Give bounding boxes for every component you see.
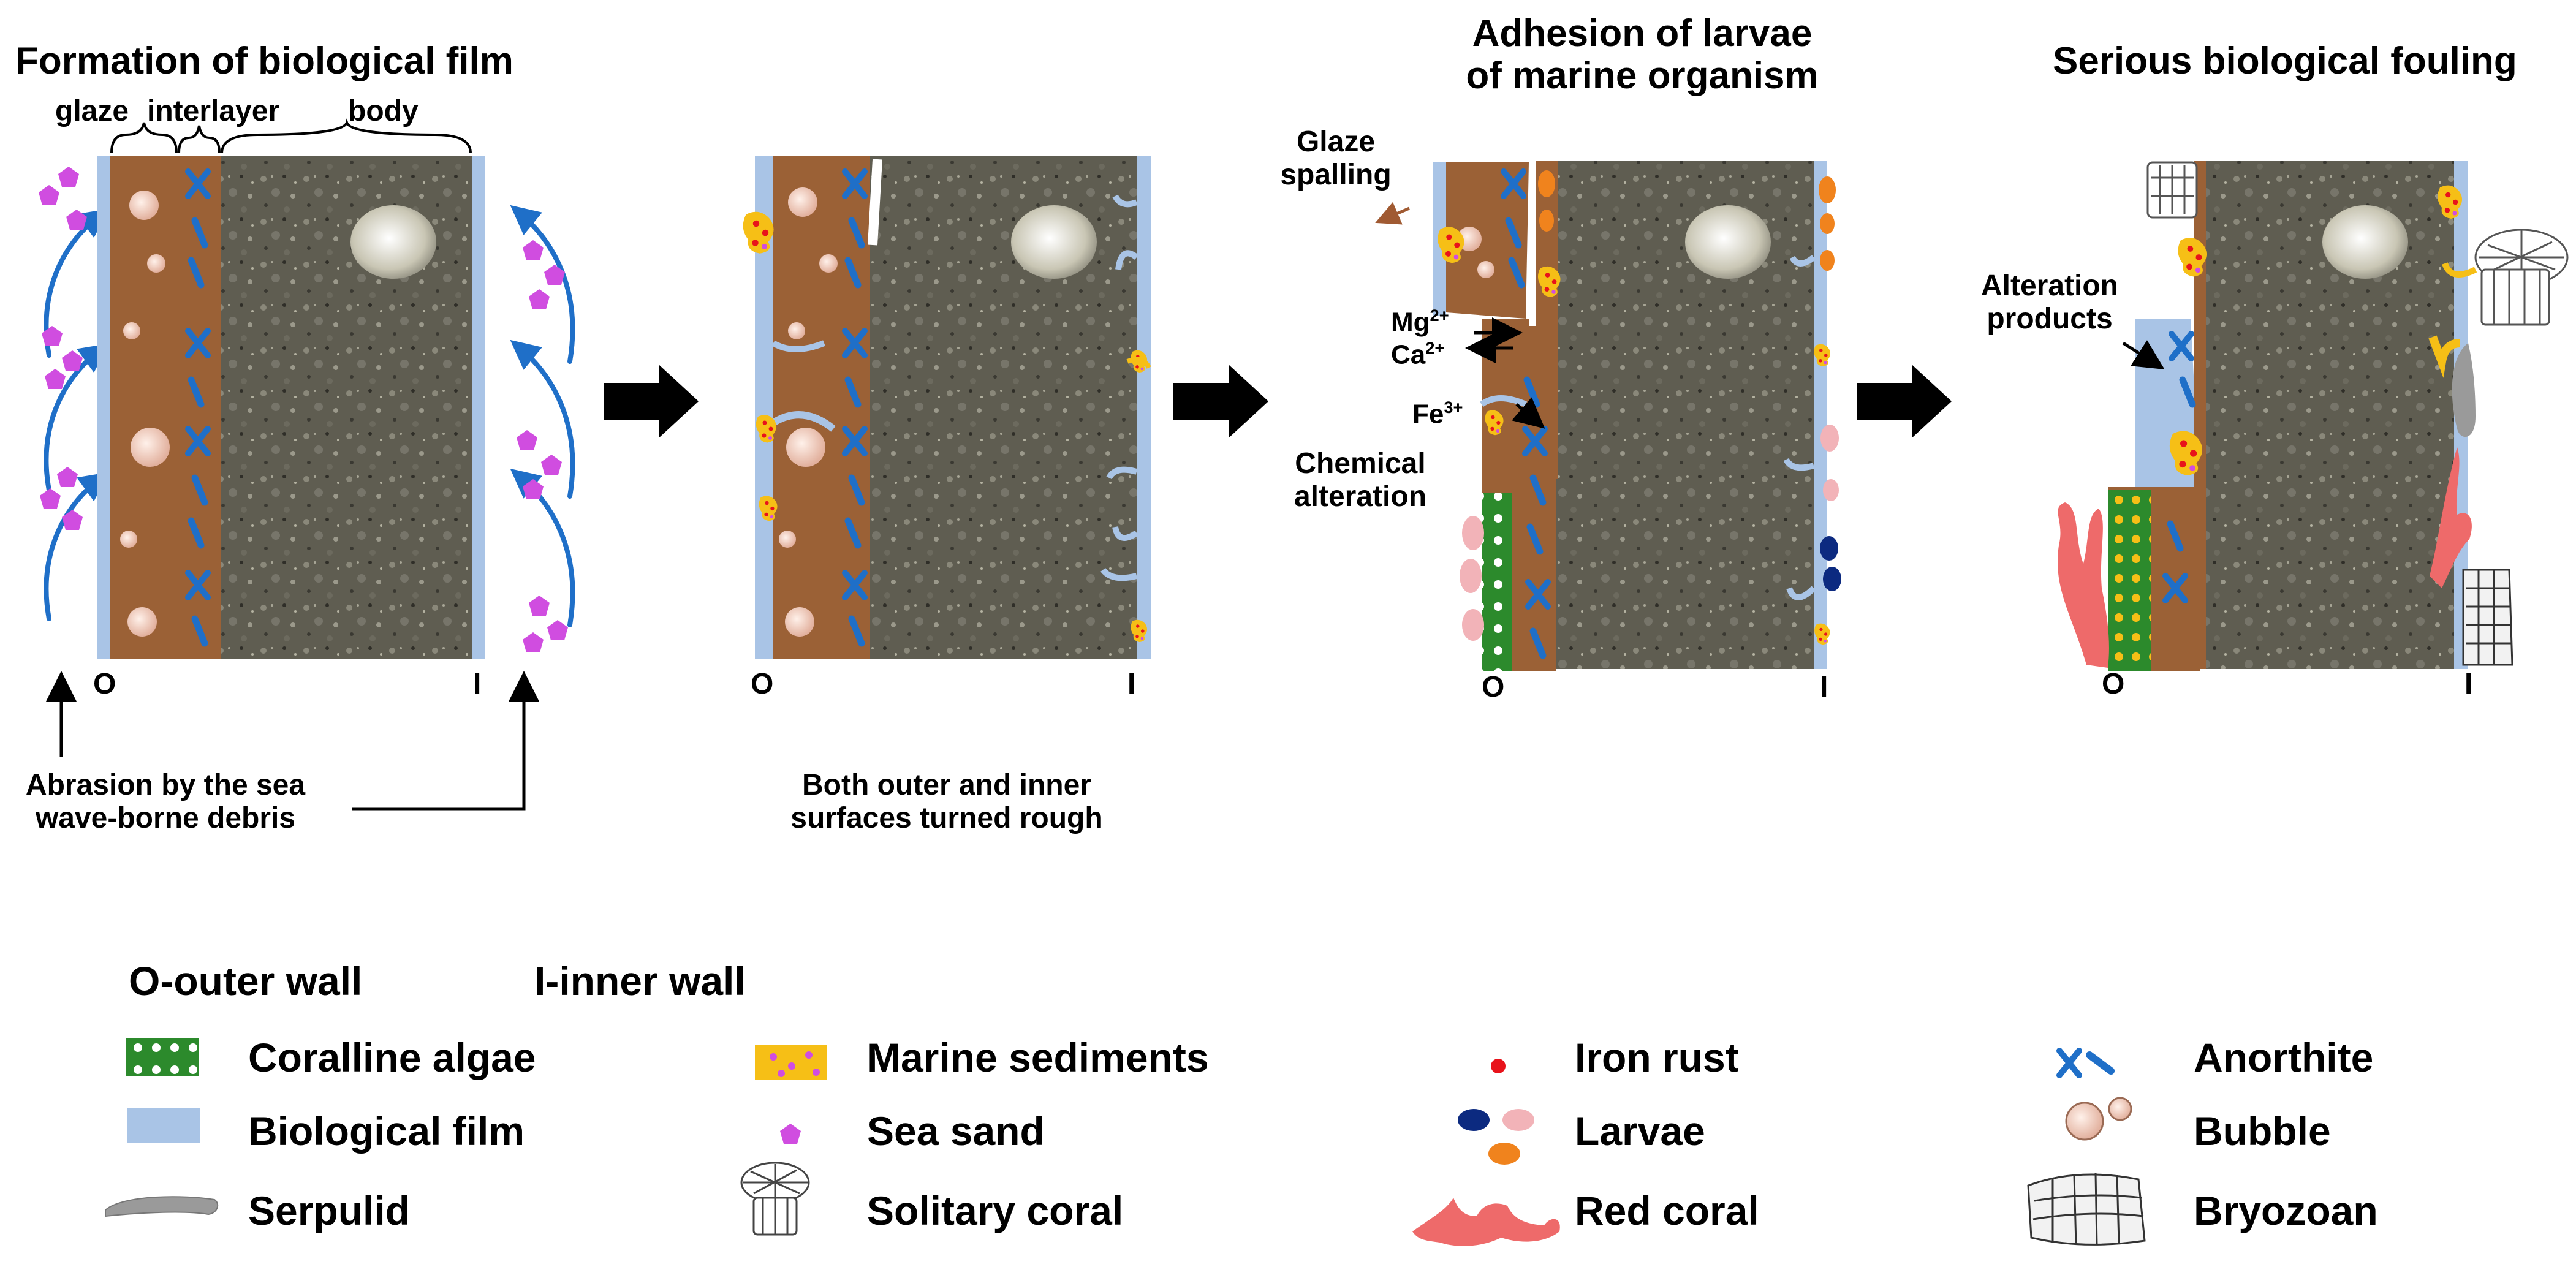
sea-sand-icon xyxy=(780,1124,801,1144)
bubble-icon xyxy=(2065,1097,2132,1141)
stage-1-title: Formation of biological film xyxy=(15,40,513,82)
inner-marker: I xyxy=(473,668,482,700)
bryozoan-icon xyxy=(2027,1173,2146,1246)
solitary-coral-icon xyxy=(2146,161,2569,326)
coralline-algae-icon xyxy=(126,1038,199,1076)
bubble-icon xyxy=(120,191,170,637)
rough-note: Both outer and inner surfaces turned rou… xyxy=(790,769,1103,834)
red-coral-icon xyxy=(2058,447,2472,668)
anorthite-icon xyxy=(2059,1051,2115,1075)
inner-marker: I xyxy=(2464,668,2473,700)
legend-icons xyxy=(105,1038,2146,1246)
serpulid-icon xyxy=(105,1196,219,1217)
stage-3-title: Adhesion of larvae of marine organism xyxy=(1466,12,1819,97)
ca-ion-label: Ca2+ xyxy=(1391,338,1445,370)
bryozoan-icon xyxy=(2462,569,2513,666)
label-glaze: glaze xyxy=(55,95,129,127)
glaze-spalling-label: Glaze spalling xyxy=(1280,126,1392,191)
legend-coralline-algae: Coralline algae xyxy=(248,1035,536,1080)
wave-arrow-icon xyxy=(44,205,575,627)
stage-2-panel xyxy=(743,156,1151,659)
biofilm-icon xyxy=(127,1108,200,1143)
outer-marker: O xyxy=(93,668,116,700)
stage-4-title: Serious biological fouling xyxy=(2053,40,2517,82)
outer-marker: O xyxy=(2102,668,2125,700)
legend-serpulid: Serpulid xyxy=(248,1188,411,1233)
marine-sediment-icon xyxy=(755,1045,827,1080)
stage-3-panel xyxy=(1375,161,1841,671)
label-interlayer: interlayer xyxy=(147,95,280,127)
legend-outer-wall: O-outer wall xyxy=(129,958,363,1004)
process-arrow-icon xyxy=(604,365,1952,438)
stage-4-panel xyxy=(2058,161,2569,671)
inner-marker: I xyxy=(1127,668,1136,700)
inner-marker: I xyxy=(1820,671,1828,703)
mg-ion-label: Mg2+ xyxy=(1391,306,1449,338)
legend-bubble: Bubble xyxy=(2194,1108,2331,1154)
label-body: body xyxy=(348,95,419,127)
outer-marker: O xyxy=(1482,671,1505,703)
legend-larvae: Larvae xyxy=(1575,1108,1705,1154)
legend-marine-sediments: Marine sediments xyxy=(867,1035,1209,1080)
coralline-algae-icon xyxy=(2108,490,2151,671)
legend-bryozoan: Bryozoan xyxy=(2194,1188,2378,1233)
bubble-icon xyxy=(779,187,838,637)
legend-biological-film: Biological film xyxy=(248,1108,525,1154)
alteration-products-label: Alteration products xyxy=(1980,270,2118,335)
legend-solitary-coral: Solitary coral xyxy=(867,1188,1124,1233)
legend-inner-wall: I-inner wall xyxy=(534,958,746,1004)
legend-anorthite: Anorthite xyxy=(2194,1035,2374,1080)
serpulid-icon xyxy=(2452,343,2476,437)
abrasion-note: Abrasion by the sea wave-borne debris xyxy=(25,769,306,834)
larvae-icon xyxy=(1458,1109,1534,1165)
legend-red-coral: Red coral xyxy=(1575,1188,1759,1233)
outer-marker: O xyxy=(751,668,774,700)
stage-1-panel xyxy=(39,118,575,811)
solitary-coral-icon xyxy=(740,1162,810,1236)
larvae-icon xyxy=(1460,170,1841,641)
coralline-algae-icon xyxy=(1482,493,1512,671)
iron-rust-icon xyxy=(1491,1059,1506,1073)
legend-iron-rust: Iron rust xyxy=(1575,1035,1739,1080)
red-coral-icon xyxy=(1412,1198,1560,1246)
chemical-alteration-label: Chemical alteration xyxy=(1294,447,1427,513)
fe-ion-label: Fe3+ xyxy=(1412,398,1463,429)
legend-sea-sand: Sea sand xyxy=(867,1108,1045,1154)
